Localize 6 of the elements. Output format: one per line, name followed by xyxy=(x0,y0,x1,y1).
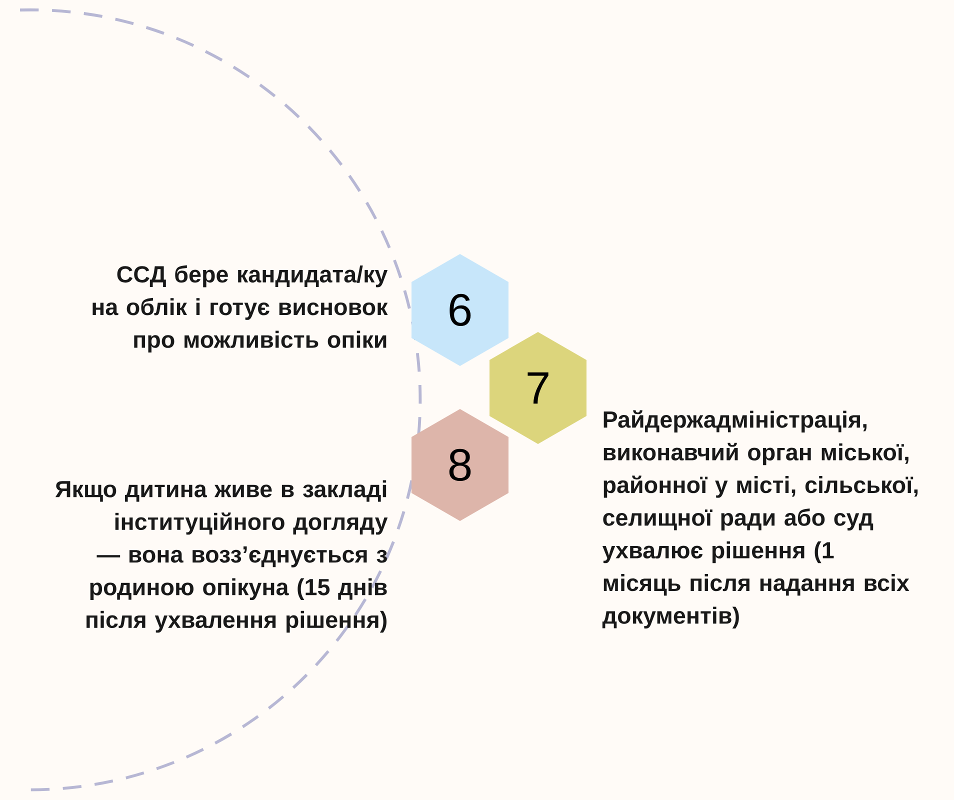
step-description: Якщо дитина живе в закладі інституційного догляду — вона возз’єднується з родиною опікуна (15 днів після ухвалення рішення) xyxy=(55,480,388,633)
number-hexagon: 7 xyxy=(490,332,586,444)
step-description: ССД бере кандидата/ку на облік і готує висновок про можливість опіки xyxy=(92,265,388,353)
step-description: Райдержадміністрація, виконавчий орган міської, районної у місті, сільської, селищної ради або суд ухвалює рішення (1 місяць після надання всіх документів) xyxy=(602,410,918,628)
number-hexagon: 6 xyxy=(412,254,508,366)
number-hexagon: 8 xyxy=(412,409,508,521)
